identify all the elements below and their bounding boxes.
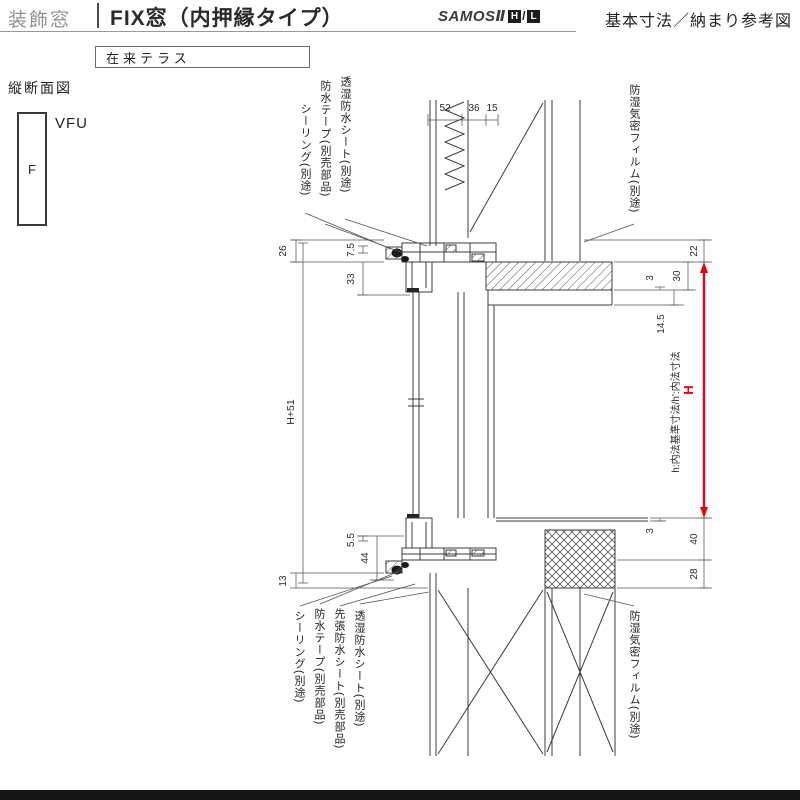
dim-5-5: 5.5 [346, 533, 357, 547]
insulation-symbol [443, 101, 466, 191]
material-label-sheet-top: 透湿防水シート(別途) [339, 76, 351, 194]
window-category-label: 装飾窓 [8, 10, 72, 31]
dim-H: H [681, 385, 696, 394]
dim-36: 36 [468, 103, 480, 114]
leader-lines [299, 212, 635, 607]
sealing-dot-top [391, 248, 403, 258]
symbol-letter: F [28, 161, 36, 177]
material-label-sheet-bottom: 透湿防水シート(別途) [353, 610, 365, 728]
dim-22: 22 [689, 245, 700, 257]
dim-26: 26 [278, 245, 289, 257]
dim-3-bottom: 3 [645, 528, 656, 534]
dim-h-plus-51: H+51 [285, 399, 297, 425]
material-label-film-bottom: 防湿気密フィルム(別途) [628, 610, 640, 740]
series-box: 在来テラス [95, 46, 310, 68]
dim-30: 30 [672, 270, 683, 282]
material-label-tape-top: 防水テープ(別売部品) [319, 80, 331, 198]
wall-structure [429, 100, 616, 756]
symbol-code: VFU [55, 115, 88, 132]
brand-name: SAMOSⅡ [438, 8, 506, 25]
inner-height-note: h:内法基準寸法/h':内法寸法 [669, 351, 682, 472]
material-label-presheet-bottom: 先張防水シート(別売部品) [333, 608, 345, 750]
dim-14-5: 14.5 [656, 314, 667, 334]
height-dimension-arrow [700, 262, 708, 518]
material-label-film-top: 防湿気密フィルム(別途) [628, 84, 640, 214]
window-symbol-box: F [17, 112, 47, 226]
dim-3-top: 3 [645, 275, 656, 281]
dim-52: 52 [439, 103, 451, 114]
series-label: 在来テラス [106, 50, 191, 66]
material-label-tape-bottom: 防水テープ(別売部品) [313, 608, 325, 726]
dim-33: 33 [346, 273, 357, 285]
bottom-bar [0, 790, 800, 800]
page-title: FIX窓（内押縁タイプ） [110, 7, 344, 30]
material-label-sealing-bottom: シーリング(別途) [293, 610, 305, 704]
dim-13: 13 [278, 575, 289, 587]
dim-15: 15 [486, 103, 498, 114]
dim-7-5: 7.5 [346, 243, 357, 257]
header-divider [97, 3, 99, 28]
badge-h: H [507, 10, 522, 23]
section-view-label: 縦断面図 [8, 80, 72, 96]
dimension-lines [290, 114, 712, 589]
foundation-hatch-block [544, 529, 616, 589]
window-frame-section [385, 242, 648, 575]
header-subtitle: 基本寸法／納まり参考図 [604, 13, 792, 30]
badge-slash: / [522, 9, 526, 23]
dim-44: 44 [360, 552, 371, 564]
dim-28: 28 [689, 568, 700, 580]
badge-l: L [527, 10, 540, 23]
interior-head-trim [485, 261, 613, 291]
dimension-labels: 52 36 15 26 7.5 33 H+51 22 30 3 14.5 h:内… [278, 103, 700, 587]
material-label-sealing-top: シーリング(別途) [299, 103, 311, 197]
dim-40: 40 [689, 533, 700, 545]
